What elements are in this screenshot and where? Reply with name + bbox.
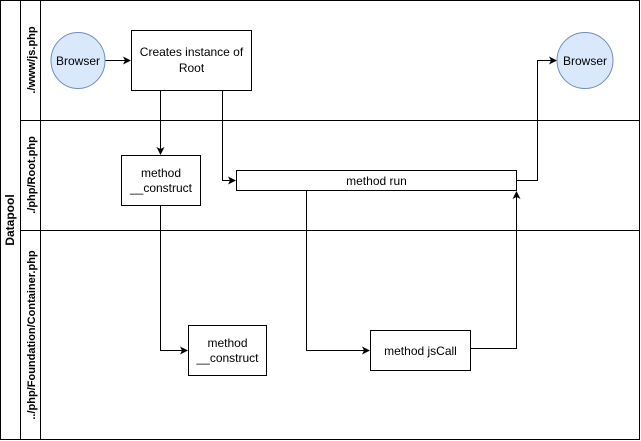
lane-label-root-php: ./php/Root.php: [26, 136, 38, 214]
pool-label: Datapool: [3, 194, 17, 245]
create-instance-label-line1: Creates instance of: [140, 45, 244, 59]
edge-jscall-to-run: [470, 191, 521, 349]
method-run-box: [236, 170, 517, 191]
container-construct-box: [188, 325, 267, 376]
browser-start-label: Browser: [56, 54, 100, 68]
browser-end-label: Browser: [563, 54, 607, 68]
browser-start-ellipse: [50, 32, 106, 89]
browser-start-node[interactable]: Browser: [50, 32, 106, 89]
container-construct-node[interactable]: method __construct: [188, 325, 267, 376]
browser-end-node[interactable]: Browser: [556, 32, 614, 89]
method-jscall-box: [370, 330, 471, 371]
root-construct-label-line2: __construct: [129, 181, 193, 195]
edge-root-construct-to-container-construct: [160, 205, 188, 355]
edge-run-to-jscall: [306, 190, 370, 355]
container-construct-label-line1: method: [207, 336, 247, 350]
browser-end-ellipse: [556, 32, 614, 89]
lane-label-container-php: ../php/Foundation/Container.php: [26, 250, 38, 420]
create-instance-label-line2: Root: [179, 61, 205, 75]
method-run-label: method run: [346, 174, 407, 188]
lane-label-js-php: ./www/js.php: [26, 26, 38, 94]
method-run-node[interactable]: method run: [236, 170, 517, 191]
method-jscall-node[interactable]: method jsCall: [370, 330, 471, 371]
create-instance-node[interactable]: Creates instance of Root: [131, 30, 252, 91]
root-construct-node[interactable]: method __construct: [121, 155, 201, 206]
edges: [105, 56, 557, 355]
method-jscall-label: method jsCall: [384, 344, 457, 358]
root-construct-label-line1: method: [141, 166, 181, 180]
container-construct-label-line2: __construct: [195, 351, 259, 365]
root-construct-box: [121, 155, 201, 206]
edge-create-to-run: [222, 90, 236, 185]
lanes: ./www/js.php ./php/Root.php ../php/Found…: [20, 0, 640, 440]
create-instance-box: [131, 30, 252, 91]
edge-run-to-browser: [516, 56, 557, 181]
